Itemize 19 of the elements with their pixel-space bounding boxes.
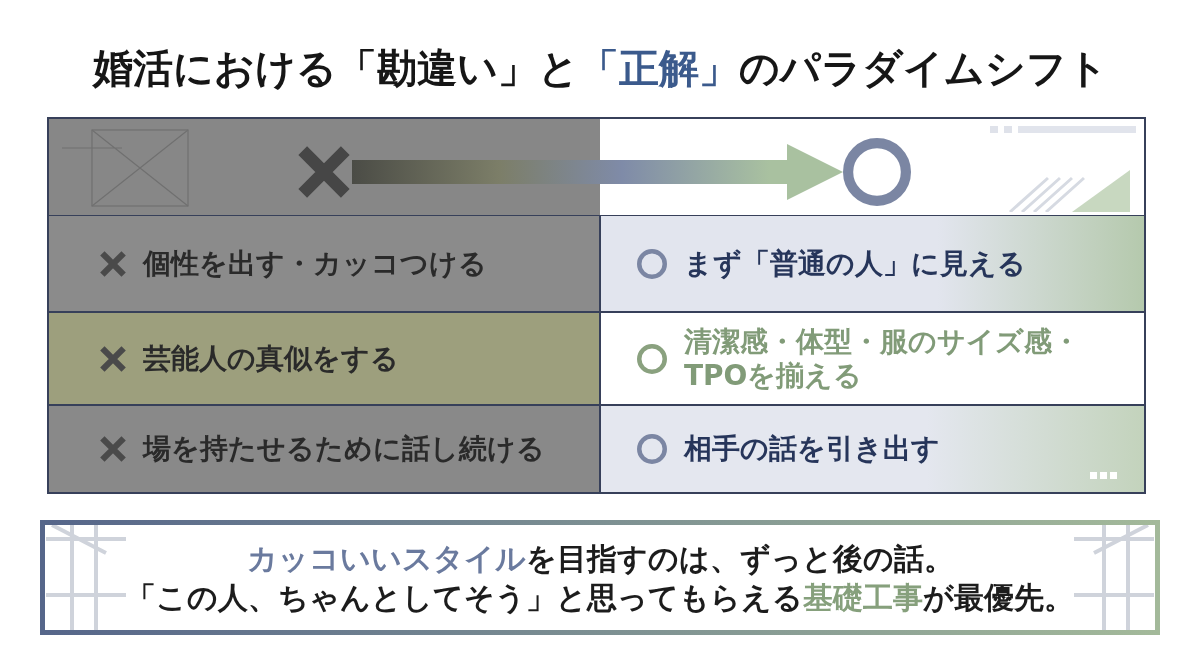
table-cell	[600, 405, 1145, 493]
table-cell	[600, 312, 1145, 405]
note-text: カッコいいスタイルを目指すのは、ずっと後の話。	[246, 539, 954, 578]
note-text: 「この人、ちゃんとしてそう」と思ってもらえる基礎工事が最優先。	[126, 578, 1074, 617]
table-cell	[600, 215, 1145, 312]
cell-text: 相手の話を引き出す	[684, 432, 940, 466]
cell-text: まず「普通の人」に見える	[684, 247, 1026, 280]
cross-icon	[296, 144, 352, 200]
cell-text: 芸能人の真似をする	[143, 342, 399, 375]
note-box	[40, 520, 1160, 635]
table-cell	[48, 405, 600, 493]
arrow	[352, 144, 843, 200]
cell-text: 個性を出す・カッコつける	[143, 247, 487, 280]
cell-text: 場を持たせるために話し続ける	[143, 432, 545, 466]
table-cell	[48, 312, 600, 405]
cell-text: 清潔感・体型・服のサイズ感・TPOを揃える	[684, 325, 1081, 392]
table-cell	[48, 215, 600, 312]
ring-icon	[843, 138, 911, 206]
title: 婚活における「勘違い」と「正解」のパラダイムシフト	[92, 44, 1108, 92]
